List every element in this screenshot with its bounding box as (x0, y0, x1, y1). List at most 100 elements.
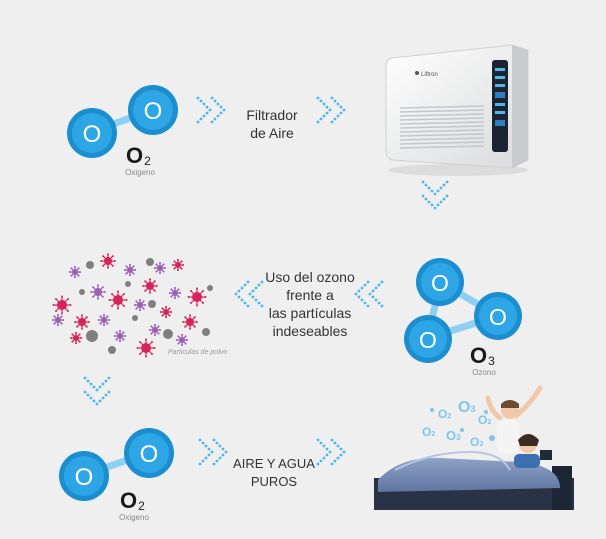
ozone-molecule: O O O (404, 258, 522, 363)
chevron-dot (202, 102, 206, 106)
gray-particle (108, 346, 116, 354)
chevron-dot (325, 447, 329, 451)
ozone-formula: O3 (470, 343, 495, 369)
chevron-dot (254, 298, 258, 302)
chevron-dot (436, 203, 440, 207)
chevron-left-icon (354, 280, 384, 308)
chevron-dot (316, 96, 320, 100)
chevron-dot (92, 399, 96, 403)
chevron-dot (442, 197, 446, 201)
chevron-dot (339, 111, 343, 115)
oxygen-formula-top: O2 (126, 143, 151, 169)
oxygen-atom: O (124, 428, 174, 478)
virus-particle (100, 253, 116, 269)
virus-particle (51, 313, 65, 327)
chevron-dot (363, 301, 367, 305)
chevron-dot (86, 393, 90, 397)
gray-particle (125, 281, 131, 287)
bubble: O3 (458, 399, 475, 416)
chevron-dot (366, 280, 370, 284)
chevron-dot (237, 289, 241, 293)
chevron-dot (322, 102, 326, 106)
virus-particle (113, 329, 127, 343)
virus-particle (74, 314, 90, 330)
chevron-dot (316, 120, 320, 124)
atom-letter: O (431, 270, 449, 296)
chevron-dot (316, 438, 320, 442)
gray-particle (148, 300, 156, 308)
chevron-dot (212, 462, 216, 466)
chevron-dot (107, 390, 111, 394)
oxygen-caption-top: Oxigeno (125, 168, 155, 177)
chevron-dot (439, 186, 443, 190)
chevron-dot (366, 304, 370, 308)
chevron-dot (424, 197, 428, 201)
chevron-dot (360, 298, 364, 302)
chevron-dot (210, 120, 214, 124)
chevron-dot (368, 292, 372, 296)
chevron-dot (377, 283, 381, 287)
chevron-dot (204, 444, 208, 448)
chevron-dot (205, 105, 209, 109)
chevron-right-icon (316, 96, 346, 124)
chevron-dot (325, 105, 329, 109)
chevron-dot (325, 453, 329, 457)
virus-particle (153, 261, 167, 275)
chevron-dot (339, 453, 343, 457)
chevron-dot (439, 200, 443, 204)
chevron-dot (421, 194, 425, 198)
chevron-dot (216, 114, 220, 118)
chevron-dot (380, 304, 384, 308)
control-panel-leds (495, 68, 505, 126)
filter-step-label: Filtrador de Aire (246, 107, 298, 141)
chevron-dot (243, 283, 247, 287)
gray-particle (207, 285, 213, 291)
virus-particle (171, 258, 185, 272)
chevron-dot (330, 120, 334, 124)
chevron-dot (215, 459, 219, 463)
gray-particle (163, 329, 173, 339)
chevron-dot (251, 295, 255, 299)
chevron-dot (251, 289, 255, 293)
chevron-dot (374, 298, 378, 302)
air-grille (399, 105, 485, 149)
chevron-dot (207, 447, 211, 451)
virus-particle (69, 331, 83, 345)
atom-letter: O (419, 327, 437, 353)
chevron-dot (240, 286, 244, 290)
chevron-dot (380, 280, 384, 284)
bubble: O2 (422, 425, 435, 439)
air-purifier-device: Liftron (385, 44, 529, 176)
chevron-dot (357, 289, 361, 293)
chevron-dot (322, 444, 326, 448)
chevron-dot (339, 105, 343, 109)
chevron-dot (89, 396, 93, 400)
chevron-dot (210, 450, 214, 454)
chevron-dot (319, 441, 323, 445)
chevron-dot (213, 99, 217, 103)
chevron-dot (207, 453, 211, 457)
oxygen-caption-bottom: Oxigeno (119, 513, 149, 522)
chevron-dot (240, 298, 244, 302)
gray-particle (79, 289, 85, 295)
chevron-dot (333, 441, 337, 445)
chevron-dot (202, 114, 206, 118)
virus-particle (148, 323, 162, 337)
chevron-dot (333, 117, 337, 121)
atom-letter: O (83, 121, 102, 148)
virus-particle (52, 295, 72, 315)
atom-letter: O (144, 98, 163, 125)
chevron-dot (330, 462, 334, 466)
chevron-dot (95, 388, 99, 392)
chevron-dot (427, 200, 431, 204)
chevron-dot (204, 456, 208, 460)
chevron-dot (339, 447, 343, 451)
chevron-dot (371, 295, 375, 299)
chevron-dot (198, 462, 202, 466)
chevron-dot (260, 304, 264, 308)
chevron-dot (210, 96, 214, 100)
oxygen-atom: O (128, 85, 178, 135)
chevron-right-icon (198, 438, 228, 466)
chevron-dot (196, 96, 200, 100)
bubble: O2 (478, 413, 491, 427)
